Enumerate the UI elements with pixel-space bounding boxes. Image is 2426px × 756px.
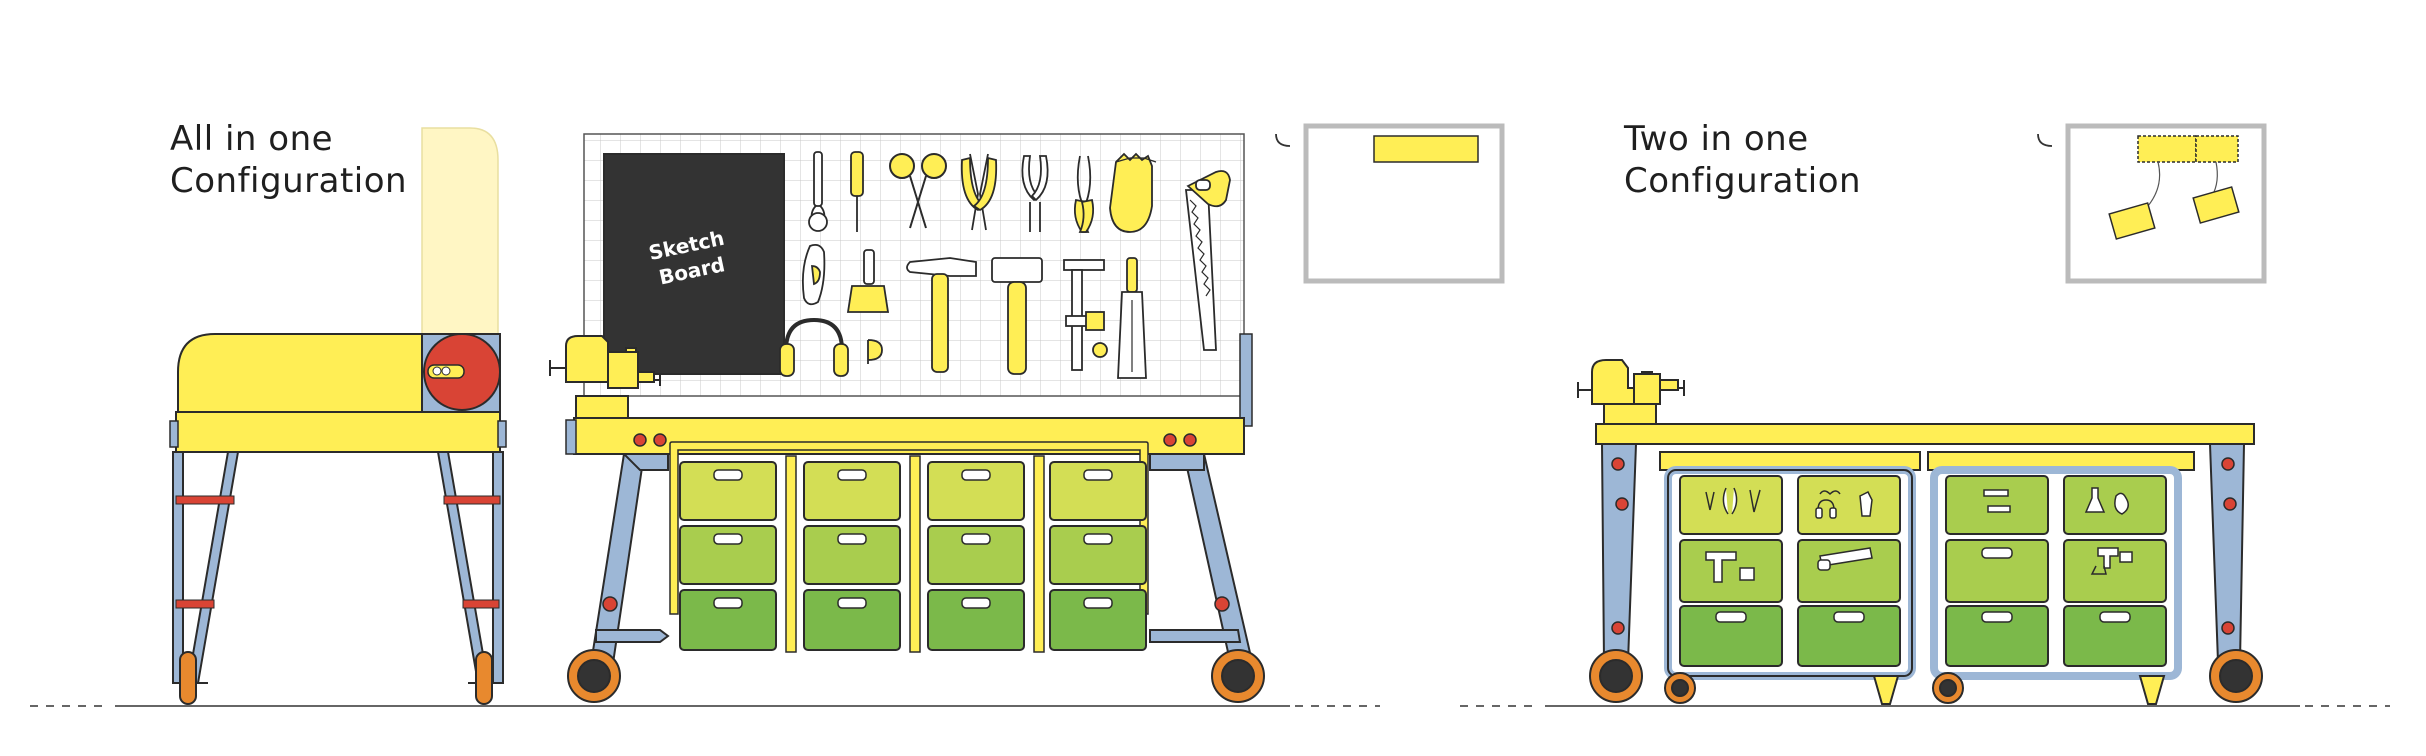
cart-1-wheel-left [1664, 672, 1696, 704]
bar-clamp-icon [1063, 259, 1108, 371]
hand-saw-icon [1184, 170, 1231, 351]
bin-tool-icons [1705, 487, 1873, 583]
two-in-one-tabletop [1595, 423, 2255, 445]
hanging-note [2192, 186, 2240, 224]
two-in-one-bench [1577, 359, 2263, 705]
pliers-icon [960, 153, 998, 231]
bin-tool-icons [1983, 487, 2133, 575]
scissors-icon [889, 153, 947, 229]
all-in-one-title: All in one Configuration [170, 118, 407, 202]
front-wheel-left [567, 649, 621, 703]
sketch-board [603, 153, 785, 375]
all-in-one-title-line2: Configuration [170, 161, 408, 201]
wall-screen-1 [1275, 123, 1505, 284]
headphones-icon [779, 317, 849, 377]
side-wheel-right [475, 651, 493, 705]
bench-vise-icon [549, 335, 661, 419]
front-view-bench: Sketch Board [549, 133, 1265, 703]
two-in-one-title-line1: Two in one [1624, 119, 1809, 159]
two-in-one-wheel-left [1589, 649, 1643, 703]
cutting-pliers-icon [1021, 155, 1049, 232]
translucent-panel [421, 127, 499, 341]
needle-nose-pliers-icon [1073, 155, 1095, 233]
side-leg-right [492, 451, 504, 684]
mobile-cart-1 [1659, 451, 1921, 705]
side-tabletop [175, 411, 501, 453]
side-wheel-left [179, 651, 197, 705]
screwdriver-icon [850, 151, 864, 232]
side-leg-left [172, 451, 184, 684]
hacksaw-icon [1117, 257, 1147, 379]
wall-screen-2 [2037, 123, 2267, 284]
two-in-one-title: Two in one Configuration [1624, 118, 1861, 202]
front-wheel-right [1211, 649, 1265, 703]
claw-hammer-icon [906, 257, 977, 373]
mallet-icon [991, 257, 1043, 375]
bench-vise-icon [1577, 359, 1685, 425]
safety-goggles-icon [801, 243, 826, 306]
sticky-note [1373, 135, 1479, 163]
p-hook-icon [867, 339, 883, 364]
mobile-cart-2 [1927, 451, 2195, 705]
storage-bins [679, 455, 1147, 653]
hanging-note [2108, 202, 2156, 240]
two-in-one-wheel-right [2209, 649, 2263, 703]
all-in-one-title-line1: All in one [170, 119, 334, 159]
putty-knife-icon [846, 249, 890, 313]
glove-icon [1109, 152, 1157, 233]
cart-2-wheel-left [1932, 672, 1964, 704]
two-in-one-title-line2: Configuration [1624, 161, 1862, 201]
bin-column [679, 461, 777, 651]
side-view-bench [169, 127, 507, 705]
adjustable-wrench-icon [808, 151, 828, 232]
